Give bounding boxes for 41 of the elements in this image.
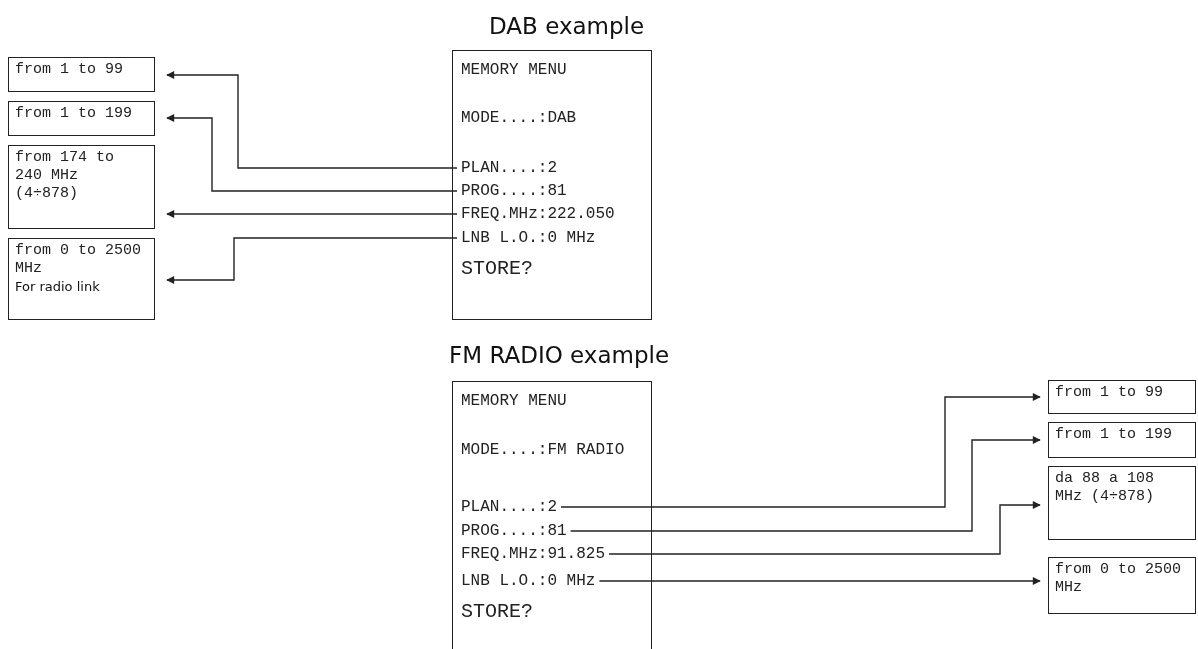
range-note: For radio link	[15, 278, 101, 295]
screen-text: MEMORY MENU	[461, 392, 567, 410]
screen-text: MODE....:DAB	[461, 109, 577, 127]
arrow	[166, 210, 458, 218]
range-text: from 0 to 2500 MHz	[1055, 561, 1183, 597]
menu-line: LNB L.O.:0 MHz	[461, 229, 596, 247]
arrow	[166, 71, 458, 169]
range-text: da 88 a 108 MHz (4÷878)	[1055, 470, 1156, 506]
range-text: from 174 to 240 MHz (4÷878)	[15, 149, 116, 203]
range-box	[8, 145, 155, 229]
menu-line: FREQ.MHz:91.825	[461, 545, 606, 563]
example-heading: DAB example	[489, 13, 645, 39]
menu-line: PROG....:81	[461, 182, 567, 200]
arrow	[166, 237, 458, 284]
range-text: from 1 to 199	[15, 105, 134, 123]
range-text: from 1 to 199	[1055, 426, 1174, 444]
range-box	[8, 57, 155, 92]
range-text: from 1 to 99	[15, 61, 125, 79]
menu-line: PROG....:81	[461, 522, 567, 540]
range-box	[1048, 466, 1196, 540]
menu-line: LNB L.O.:0 MHz	[461, 572, 596, 590]
range-box	[1048, 422, 1196, 458]
range-text: from 1 to 99	[1055, 384, 1165, 402]
menu-line: FREQ.MHz:222.050	[461, 205, 615, 223]
range-box	[1048, 557, 1196, 614]
range-text: from 0 to 2500 MHz	[15, 242, 143, 278]
screen-text: STORE?	[461, 600, 533, 624]
range-box	[8, 101, 155, 136]
screen-text: STORE?	[461, 257, 533, 281]
range-box	[1048, 380, 1196, 414]
arrow	[598, 577, 1041, 585]
arrow	[569, 436, 1041, 532]
arrow	[560, 393, 1041, 508]
example-heading: FM RADIO example	[449, 342, 670, 368]
screen-text: MODE....:FM RADIO	[461, 441, 625, 459]
screen-text: MEMORY MENU	[461, 61, 567, 79]
arrow	[166, 114, 458, 192]
arrow	[608, 501, 1041, 555]
range-box	[8, 238, 155, 320]
menu-line: PLAN....:2	[461, 498, 557, 516]
menu-line: PLAN....:2	[461, 159, 557, 177]
